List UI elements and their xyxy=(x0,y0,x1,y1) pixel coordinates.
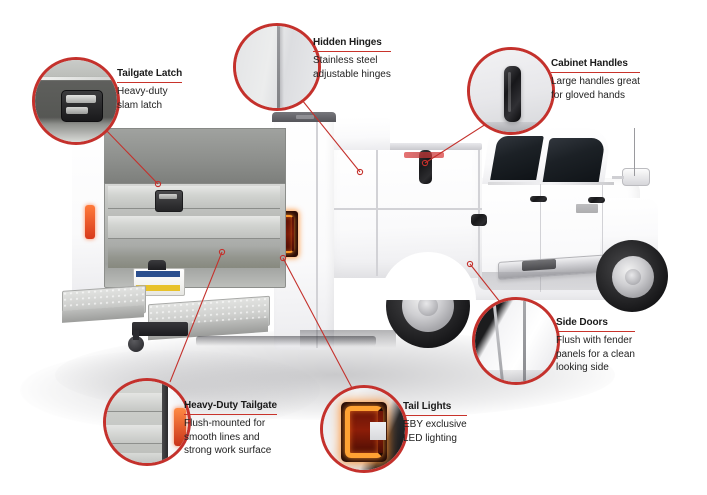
cab-door-seam-rear xyxy=(540,184,542,292)
tailgate-shelf-lower xyxy=(108,246,280,268)
magnifier-side-doors xyxy=(472,297,560,385)
cab-door-handle-rear xyxy=(530,196,547,202)
bed-interior-wall xyxy=(100,128,286,184)
license-plate-lamp xyxy=(148,260,166,270)
led-notch-icon xyxy=(370,422,386,440)
callout-cabinet-handles: Cabinet Handles Large handles great for … xyxy=(551,58,640,102)
side-door-seam-horizontal xyxy=(330,208,482,210)
callout-title: Hidden Hinges xyxy=(313,37,391,52)
tailgate-shelf-middle xyxy=(108,216,280,239)
cab-front-door-glass xyxy=(542,138,606,184)
license-plate-bottom-band xyxy=(136,285,180,291)
tailgate-marker-light-icon xyxy=(174,408,186,446)
tailgate-shelf-icon-3 xyxy=(106,453,164,463)
magnifier-tailgate-latch-content xyxy=(35,60,117,142)
magnifier-tail-lights xyxy=(320,385,408,473)
magnifier-heavy-duty-tailgate-content xyxy=(106,381,188,463)
callout-line: Heavy-duty xyxy=(117,86,168,97)
side-compartment-handle-lower xyxy=(471,214,487,226)
callout-title: Tail Lights xyxy=(403,401,467,416)
latch-lower-grip-icon xyxy=(66,107,88,114)
magnifier-heavy-duty-tailgate xyxy=(103,378,191,466)
tailgate-shelf-upper xyxy=(108,186,280,209)
fender-shadow-icon xyxy=(470,122,552,132)
tailgate-shelf-icon-2 xyxy=(106,425,164,444)
truck-model-badge xyxy=(576,204,598,213)
callout-title: Tailgate Latch xyxy=(117,68,182,83)
magnifier-side-doors-content xyxy=(475,300,557,382)
rear-post-seam xyxy=(316,120,318,348)
magnifier-hidden-hinges xyxy=(233,23,321,111)
front-hub xyxy=(625,269,641,285)
cab-door-handle-front xyxy=(588,197,605,203)
hitch-shank xyxy=(133,330,139,340)
side-mirror-arm xyxy=(612,176,624,179)
magnifier-tailgate-latch xyxy=(32,57,120,145)
callout-line: Stainless steel xyxy=(313,55,378,66)
callout-line: adjustable hinges xyxy=(313,68,391,80)
handle-specular-icon xyxy=(508,72,511,112)
service-body-bulkhead xyxy=(330,118,390,150)
callout-line: Flush with fender xyxy=(556,335,633,346)
left-marker-light xyxy=(85,205,95,239)
callout-line: looking side xyxy=(556,362,609,373)
tailgate-edge-gap-icon xyxy=(162,381,168,463)
magnifier-cabinet-handles-content xyxy=(470,50,552,132)
rear-axle-shadow xyxy=(300,330,396,348)
latch-grip-bar-icon xyxy=(66,95,96,103)
tailgate-latch-grip xyxy=(159,194,177,199)
callout-body: EBY exclusive LED lighting xyxy=(403,418,467,445)
callout-heavy-duty-tailgate: Heavy-Duty Tailgate Flush-mounted for sm… xyxy=(184,400,277,458)
cab-door-seam-front xyxy=(602,184,604,272)
tailgate-shelf-icon-1 xyxy=(106,393,164,412)
cab-clearance-lights xyxy=(404,152,444,158)
callout-line: Large handles great xyxy=(551,76,640,87)
callout-line: smooth lines and xyxy=(184,431,260,443)
rear-hub xyxy=(418,296,438,316)
callout-tailgate-latch: Tailgate Latch Heavy-duty slam latch xyxy=(117,68,182,112)
callout-body: Stainless steel adjustable hinges xyxy=(313,54,391,81)
service-body-top-rail xyxy=(330,143,482,150)
panel-seam-shadow-icon xyxy=(280,26,284,108)
magnifier-cabinet-handles xyxy=(467,47,555,135)
callout-line: slam latch xyxy=(117,99,163,111)
cab-rocker-shadow xyxy=(478,272,628,290)
callout-line: strong work surface xyxy=(184,445,272,456)
black-handle-icon xyxy=(504,66,521,122)
callout-body: Flush with fender panels for a clean loo… xyxy=(556,334,635,375)
callout-line: panels for a clean xyxy=(556,348,635,360)
callout-body: Heavy-duty slam latch xyxy=(117,85,182,112)
magnifier-hidden-hinges-content xyxy=(236,26,318,108)
panel-seam-icon xyxy=(277,26,280,108)
license-plate-top-band xyxy=(136,271,180,277)
callout-title: Cabinet Handles xyxy=(551,58,640,73)
side-door-seam-vertical xyxy=(376,150,378,276)
callout-side-doors: Side Doors Flush with fender panels for … xyxy=(556,317,635,375)
latch-top-highlight-icon xyxy=(35,77,117,80)
cab-beltline-chrome xyxy=(488,182,614,185)
radio-antenna xyxy=(634,128,636,176)
magnifier-tail-lights-content xyxy=(323,388,405,470)
lower-shade-icon xyxy=(475,370,557,382)
callout-body: Flush-mounted for smooth lines and stron… xyxy=(184,417,277,458)
hitch-receiver xyxy=(132,322,188,336)
callout-title: Side Doors xyxy=(556,317,635,332)
callout-tail-lights: Tail Lights EBY exclusive LED lighting xyxy=(403,401,467,445)
callout-line: LED lighting xyxy=(403,432,457,444)
eby-brand-mark xyxy=(296,115,314,119)
callout-line: EBY exclusive xyxy=(403,419,467,430)
hitch-ball xyxy=(128,336,144,352)
callout-title: Heavy-Duty Tailgate xyxy=(184,400,277,415)
cab-rear-glass xyxy=(490,136,544,180)
callout-body: Large handles great for gloved hands xyxy=(551,75,640,102)
callout-line: Flush-mounted for xyxy=(184,418,266,429)
flush-door-seam-icon xyxy=(523,300,526,382)
side-mirror xyxy=(622,168,650,186)
callout-hidden-hinges: Hidden Hinges Stainless steel adjustable… xyxy=(313,37,391,81)
callout-line: for gloved hands xyxy=(551,89,625,101)
